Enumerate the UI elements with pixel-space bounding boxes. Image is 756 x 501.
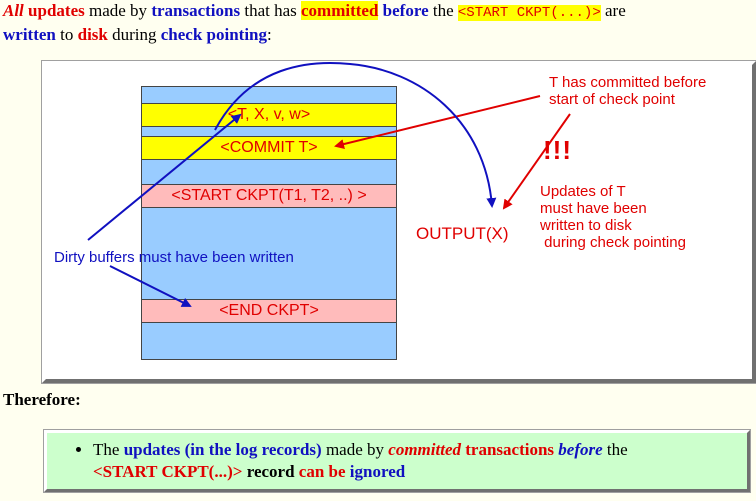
log-record-update: <T, X, v, w> [142, 103, 396, 127]
intro-check-pointing: check pointing [160, 25, 268, 44]
updates-t-line2: must have been [540, 200, 647, 217]
intro-paragraph: All updates made by transactions that ha… [3, 0, 753, 46]
updates-t-line4: during check pointing [540, 234, 686, 251]
therefore-heading: Therefore: [3, 390, 81, 409]
conc-before: before [558, 440, 603, 459]
log-record-commit: <COMMIT T> [142, 136, 396, 160]
exclamation-marks: !!! [543, 135, 572, 165]
log-record-start-ckpt: <START CKPT(T1, T2, ..) > [142, 184, 396, 208]
intro-during: during [112, 25, 157, 44]
conc-ckpt: <START CKPT(...)> [93, 462, 243, 481]
t-committed-line2: start of check point [549, 91, 675, 108]
t-committed-line1: T has committed before [549, 74, 707, 91]
conc-the: The [93, 440, 120, 459]
conclusion-box: The updates (in the log records) made by… [44, 430, 750, 492]
intro-written: written [3, 25, 56, 44]
updates-t-line1: Updates of T [540, 183, 626, 200]
intro-are: are [604, 1, 626, 20]
log-column: <T, X, v, w> <COMMIT T> <START CKPT(T1, … [141, 86, 397, 360]
conc-committed: committed [388, 440, 461, 459]
conc-ignored: ignored [349, 462, 406, 481]
intro-transactions: transactions [151, 1, 241, 20]
t-committed-label: T has committed before start of check po… [549, 74, 706, 108]
intro-updates: updates [28, 1, 85, 20]
conc-the2: the [606, 440, 628, 459]
conc-transactions: transactions [465, 440, 555, 459]
intro-colon: : [267, 25, 272, 44]
intro-all: All [3, 1, 24, 20]
conc-made-by: made by [325, 440, 385, 459]
diagram-frame: <T, X, v, w> <COMMIT T> <START CKPT(T1, … [42, 61, 756, 383]
intro-disk: disk [77, 25, 108, 44]
intro-before: before [382, 1, 429, 20]
conc-can-be: can be [298, 462, 346, 481]
intro-the: the [432, 1, 454, 20]
dirty-buffers-label: Dirty buffers must have been written [54, 249, 294, 266]
conclusion-item: The updates (in the log records) made by… [93, 439, 747, 483]
updates-t-line3: written to disk [540, 217, 632, 234]
intro-made-by: made by [88, 1, 148, 20]
log-record-end-ckpt: <END CKPT> [142, 299, 396, 323]
intro-ckpt: <START CKPT(...)> [457, 5, 601, 21]
output-x-label: OUTPUT(X) [416, 224, 509, 243]
intro-to: to [60, 25, 74, 44]
conc-updates: updates (in the log records) [123, 440, 322, 459]
updates-of-t-label: Updates of T must have been written to d… [540, 183, 686, 251]
intro-committed: committed [301, 1, 379, 20]
conc-record: record [246, 462, 295, 481]
intro-that-has: that has [244, 1, 297, 20]
